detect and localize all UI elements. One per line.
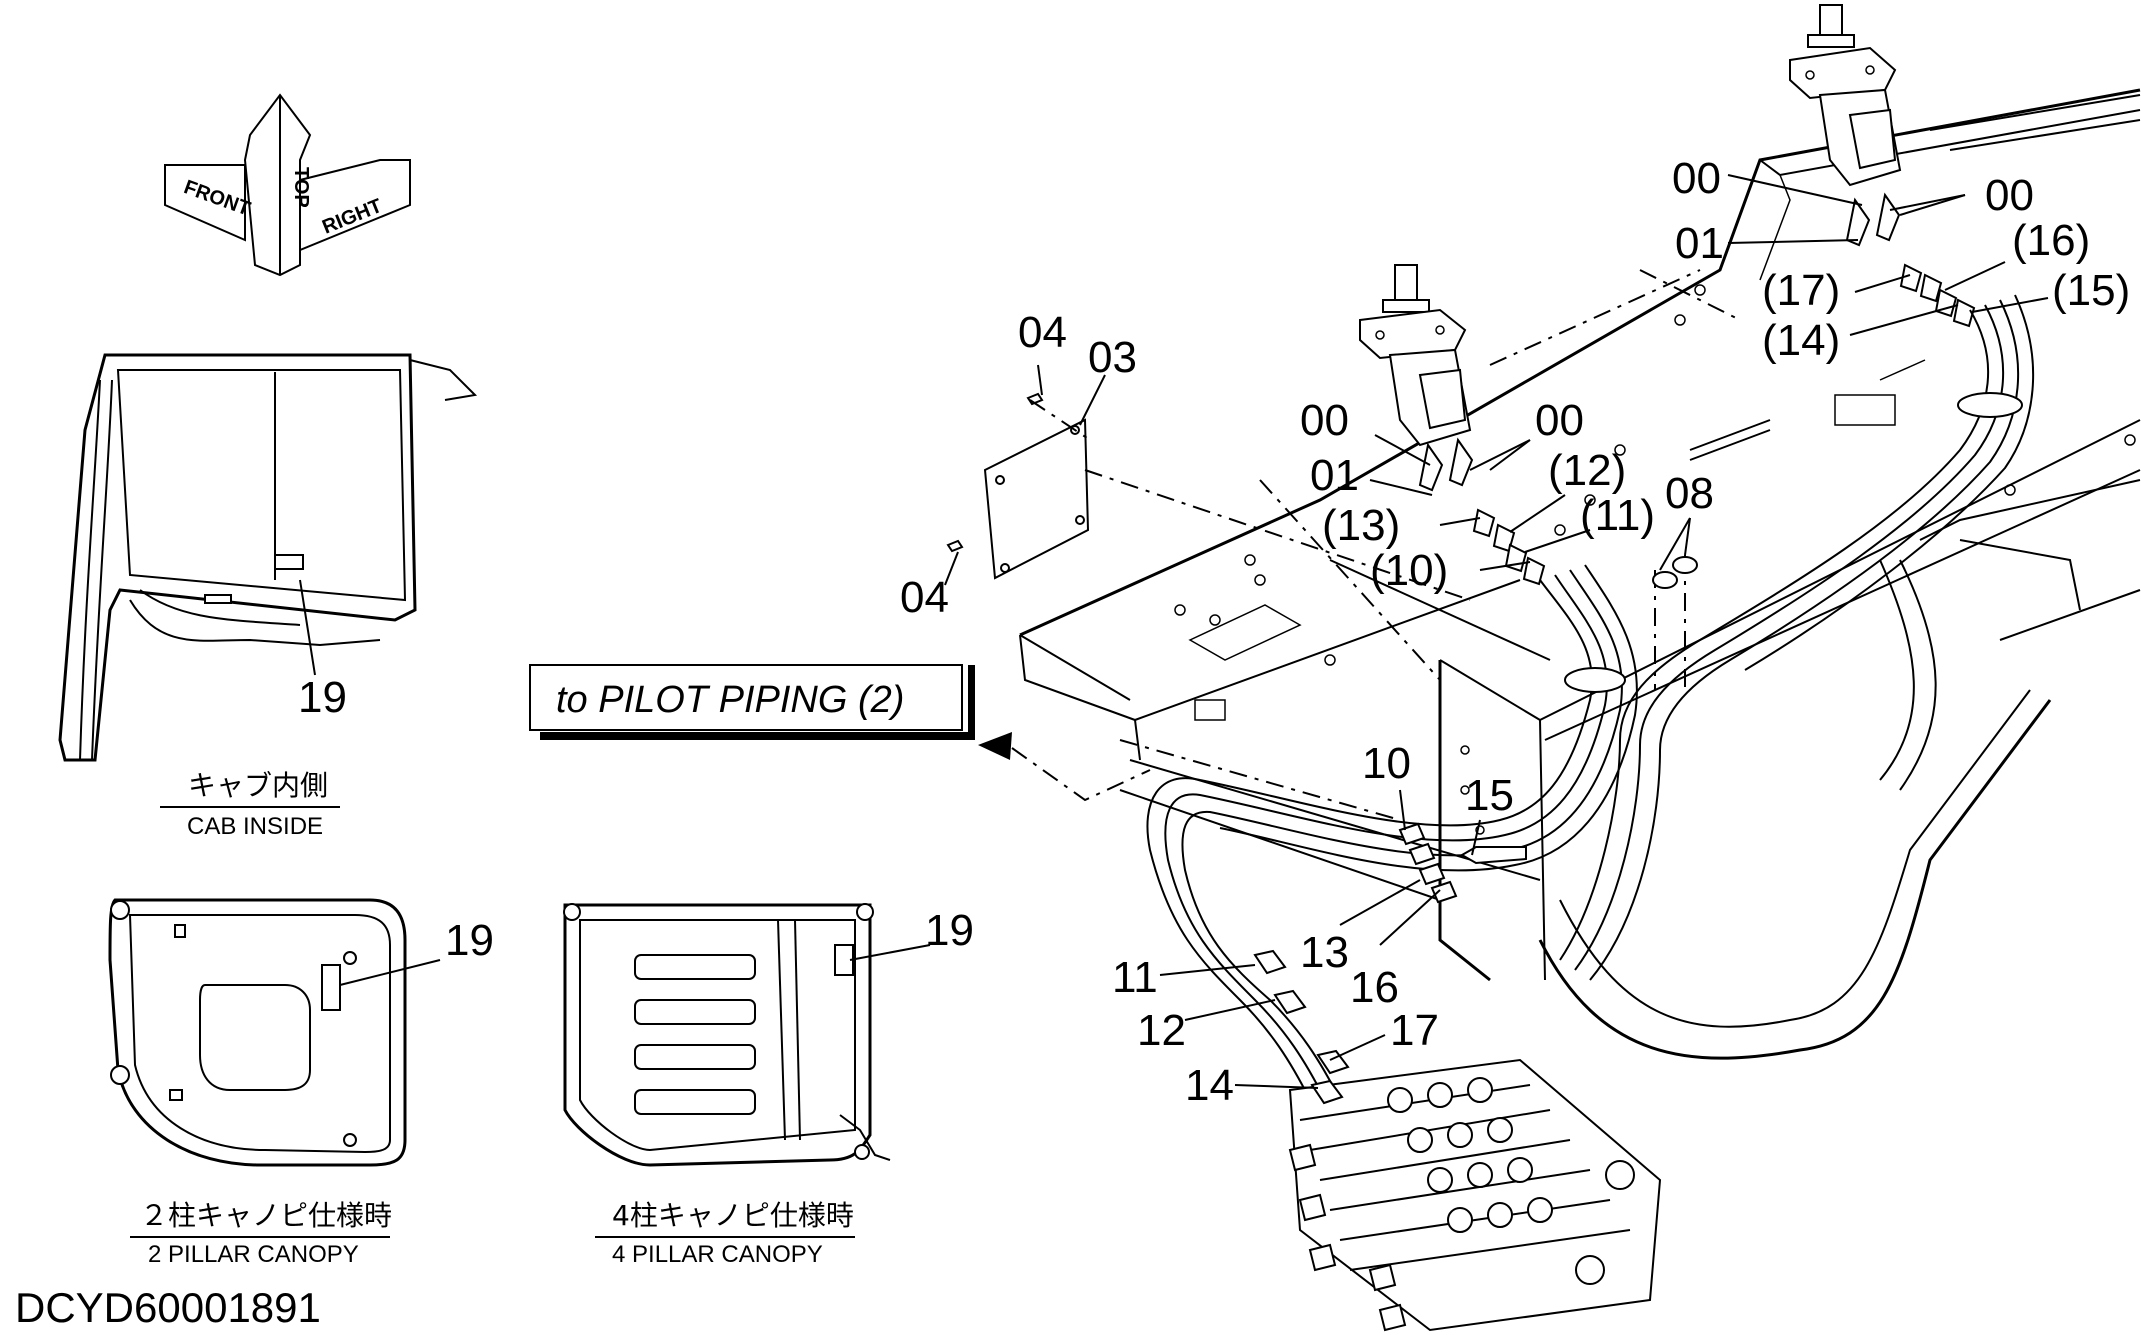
orientation-top-label: TOP <box>290 167 312 208</box>
machine-frame <box>1019 88 2141 1060</box>
right-pilot-valve <box>1789 4 1976 328</box>
part-label-12-valve: 12 <box>1137 1006 1186 1055</box>
part-label-10-center: 10 <box>1362 739 1411 788</box>
cab-inside-caption-en: CAB INSIDE <box>187 813 323 840</box>
left-pilot-valve <box>1359 264 1546 586</box>
pilot-piping-callout: to PILOT PIPING (2) <box>529 664 1151 802</box>
control-valve-bank <box>1253 949 1662 1332</box>
part-label-17-right: (17) <box>1762 266 1840 315</box>
part-label-14-right: (14) <box>1762 316 1840 365</box>
two-pillar-caption-en: 2 PILLAR CANOPY <box>148 1241 359 1268</box>
drawing-id: DCYD60001891 <box>15 1284 321 1331</box>
part-labels: 04 03 04 00 00 01 (13) (12) (11) (10) 08… <box>900 154 2130 1110</box>
four-pillar-caption-jp: 4柱キャノピ仕様時 <box>612 1199 854 1232</box>
cab-inside-part-19: 19 <box>298 673 347 722</box>
pilot-piping-arrow-icon <box>978 732 1012 760</box>
part-label-00-left-2: 00 <box>1535 396 1584 445</box>
four-pillar-part-19: 19 <box>925 906 974 955</box>
part-label-11-valve: 11 <box>1112 953 1158 1002</box>
part-label-01-left: 01 <box>1310 451 1359 500</box>
part-label-00-right-2: 00 <box>1985 171 2034 220</box>
two-pillar-caption-jp: ２柱キャノピ仕様時 <box>140 1199 392 1232</box>
two-pillar-canopy-drawing: 19 ２柱キャノピ仕様時 2 PILLAR CANOPY <box>108 898 494 1268</box>
part-label-16-right: (16) <box>2012 216 2090 265</box>
cab-inside-caption-jp: キャブ内側 <box>188 769 328 802</box>
center-couplers <box>1398 556 1698 904</box>
part-label-13-center: 13 <box>1300 928 1349 977</box>
part-label-00-left-1: 00 <box>1300 396 1349 445</box>
part-label-03: 03 <box>1088 333 1137 382</box>
part-label-16-center: 16 <box>1350 963 1399 1012</box>
two-pillar-part-19: 19 <box>445 916 494 965</box>
part-label-00-right-1: 00 <box>1672 154 1721 203</box>
part-label-10-left: (10) <box>1370 546 1448 595</box>
cover-plate <box>946 392 1471 601</box>
hose-bundle <box>1146 294 2035 1101</box>
part-label-17-valve: 17 <box>1390 1006 1439 1055</box>
part-label-14-valve: 14 <box>1185 1061 1234 1110</box>
part-label-08: 08 <box>1665 469 1714 518</box>
part-label-04-top: 04 <box>1018 308 1067 357</box>
four-pillar-canopy-drawing: 19 4柱キャノピ仕様時 4 PILLAR CANOPY <box>563 903 974 1268</box>
part-label-01-right: 01 <box>1675 219 1724 268</box>
orientation-icon: FRONT TOP RIGHT <box>164 93 411 277</box>
pilot-piping-text: to PILOT PIPING (2) <box>556 679 904 721</box>
four-pillar-caption-en: 4 PILLAR CANOPY <box>612 1241 823 1268</box>
leader-lines <box>944 174 2049 1089</box>
cab-inside-drawing: 19 キャブ内側 CAB INSIDE <box>58 353 478 840</box>
part-label-13-left: (13) <box>1322 501 1400 550</box>
part-label-04-bottom: 04 <box>900 573 949 622</box>
part-label-15-right: (15) <box>2052 266 2130 315</box>
part-label-11-left: (11) <box>1580 491 1655 540</box>
part-label-15-center: 15 <box>1465 771 1514 820</box>
part-label-12-left: (12) <box>1548 446 1626 495</box>
